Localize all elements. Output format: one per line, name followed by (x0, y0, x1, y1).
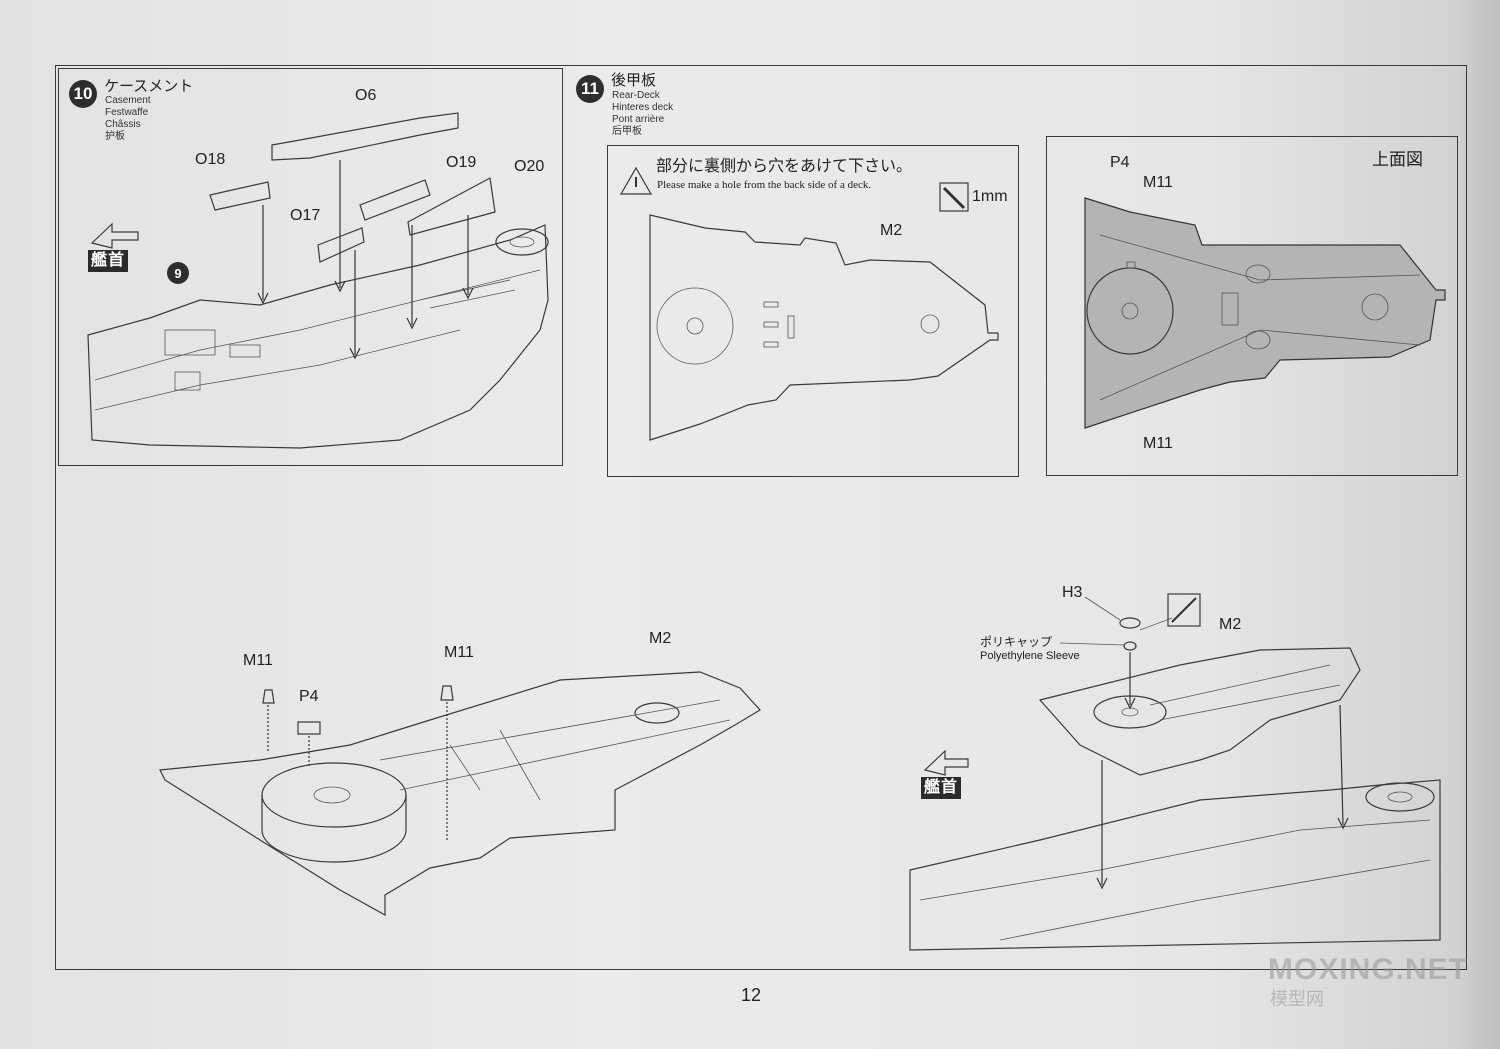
br-bow-tag: 艦首 (921, 777, 962, 799)
step10-ref-step: 9 (167, 262, 189, 284)
watermark-sub: 模型网 (1270, 989, 1324, 1009)
step11-sub-de: Hinteres deck (612, 102, 674, 113)
step11-sub-cn: 后甲板 (612, 126, 642, 137)
step11-sub-fr: Pont arrière (612, 114, 665, 125)
br-poly-jp: ポリキャップ (980, 635, 1053, 649)
step10-hull-drawing (87, 224, 549, 449)
bl-m11-right: M11 (444, 644, 474, 661)
step11-drill-box (607, 145, 1019, 477)
step11-sub-en: Rear-Deck (612, 90, 660, 101)
bottom-left-deck (159, 671, 761, 917)
br-m2: M2 (1219, 616, 1242, 633)
bl-m11-left: M11 (243, 652, 273, 669)
bottom-right-assembly (909, 593, 1441, 951)
step11-title: 後甲板 (611, 72, 657, 89)
step11-number: 11 (576, 75, 604, 103)
part-o6-label: O6 (355, 87, 377, 104)
part-o17-label: O17 (290, 207, 321, 224)
top-view-p4: P4 (1110, 154, 1130, 171)
part-o18-label: O18 (195, 151, 226, 168)
top-view-box (1046, 136, 1458, 476)
br-h3: H3 (1062, 584, 1083, 601)
page-number: 12 (741, 985, 762, 1005)
drill-note-jp: 部分に裏側から穴をあけて下さい。 (656, 158, 913, 175)
step10-sub-fr: Châssis (105, 119, 141, 130)
step10-number: 10 (69, 80, 97, 108)
bl-m2: M2 (649, 630, 672, 647)
step10-sub-cn: 护板 (105, 131, 125, 142)
top-view-label: 上面図 (1372, 150, 1423, 169)
watermark-main: MOXING.NET (1268, 953, 1469, 986)
m2-deck-outline (649, 214, 999, 441)
step10-parts (209, 112, 496, 263)
step11-part-m2: M2 (880, 222, 903, 239)
bl-p4: P4 (299, 688, 319, 705)
top-view-m11-top: M11 (1143, 174, 1173, 191)
drill-size: 1mm (972, 188, 1008, 205)
part-o19-label: O19 (446, 154, 477, 171)
top-view-deck (1084, 197, 1446, 429)
step10-frame (58, 68, 563, 466)
br-poly-en: Polyethylene Sleeve (980, 650, 1080, 662)
top-view-m11-bottom: M11 (1143, 435, 1173, 452)
drill-note-en: Please make a hole from the back side of… (657, 179, 872, 191)
step10-title: ケースメント (104, 78, 194, 95)
step10-bow-tag: 艦首 (88, 250, 129, 272)
part-o20-label: O20 (514, 158, 545, 175)
step10-sub-de: Festwaffe (105, 107, 149, 118)
main-frame (55, 65, 1467, 970)
step10-sub-en: Casement (105, 95, 151, 106)
